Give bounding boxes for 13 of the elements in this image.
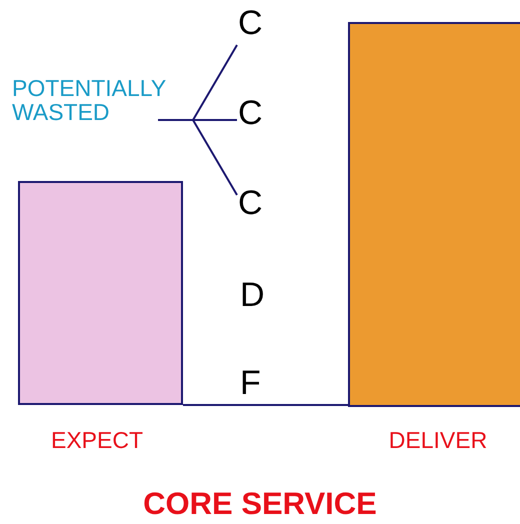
bar-caption: DELIVER	[388, 428, 488, 452]
expectation-bar	[18, 181, 183, 405]
letter-label: F	[240, 366, 261, 402]
caption: CORE SERVICE	[142, 488, 378, 521]
letter-label: C	[238, 186, 268, 222]
bar-caption: EXPECT	[50, 428, 144, 452]
callout-text: POTENTIALLY WASTED	[12, 76, 192, 124]
baseline-connector	[183, 404, 348, 406]
leader-line	[158, 119, 238, 196]
delivery-bar	[348, 22, 520, 407]
letter-label: C	[238, 6, 268, 42]
letter-label: D	[240, 278, 265, 314]
letter-label: C	[238, 96, 268, 132]
